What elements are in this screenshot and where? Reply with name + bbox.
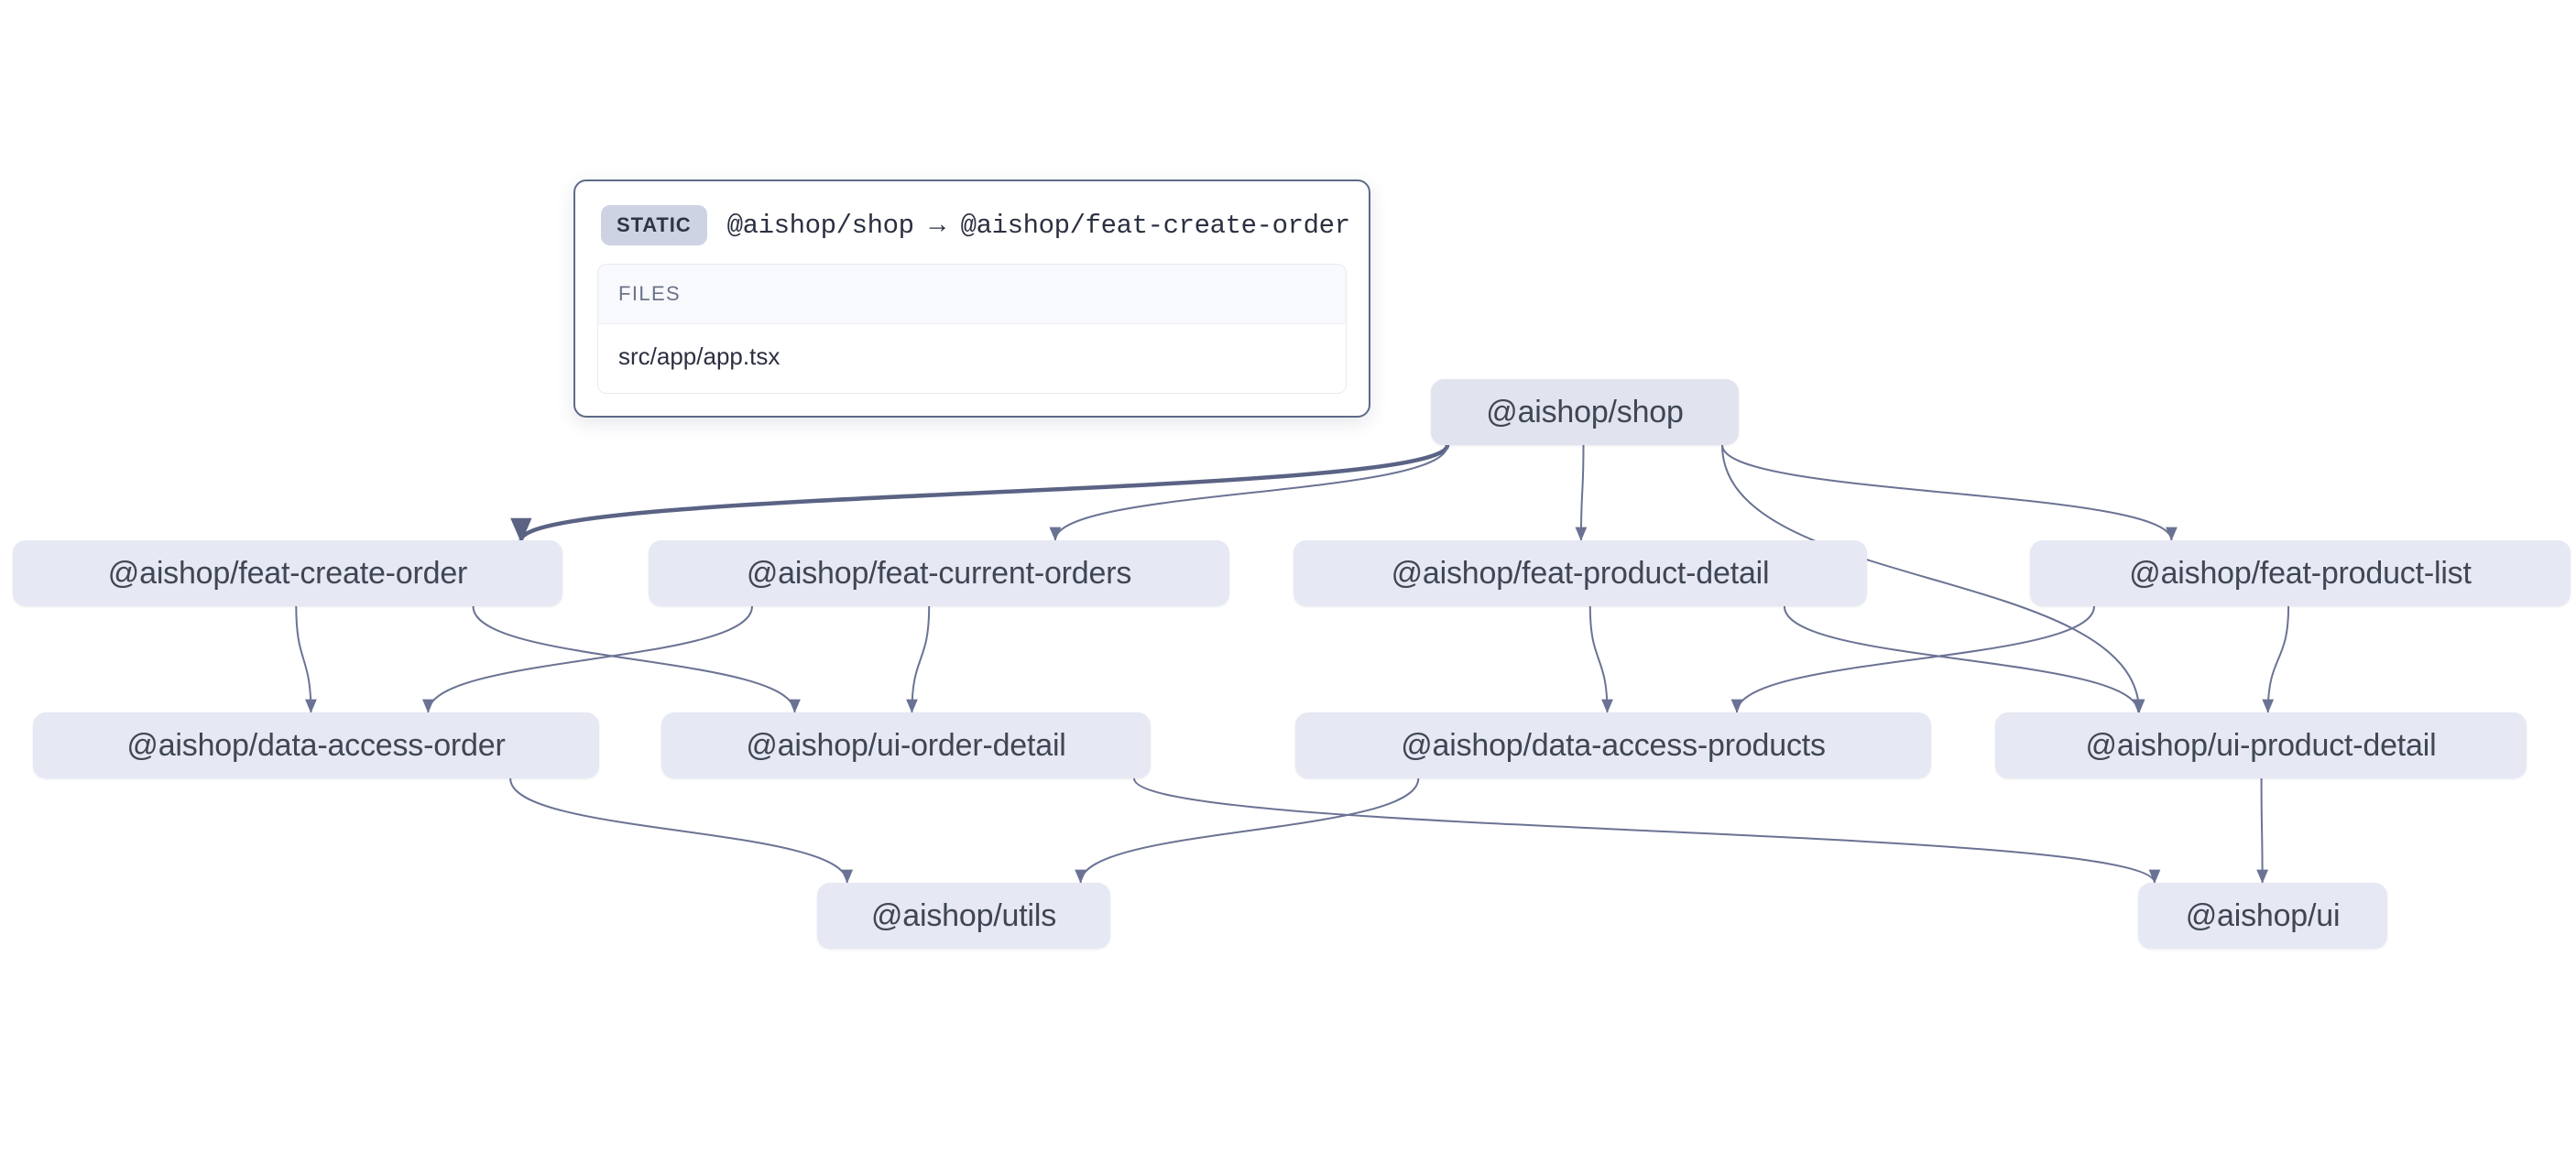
graph-node-label: @aishop/shop [1486, 394, 1684, 429]
graph-edge-shop-to-feat-product-list[interactable] [1721, 444, 2178, 541]
graph-edge-feat-product-detail-to-ui-product-detail[interactable] [1783, 605, 2145, 713]
graph-node-shop[interactable]: @aishop/shop [1431, 379, 1739, 445]
graph-edge-feat-create-order-to-data-access-order[interactable] [295, 605, 317, 713]
file-list-item[interactable]: src/app/app.tsx [598, 324, 1346, 393]
graph-node-ui-order-detail[interactable]: @aishop/ui-order-detail [661, 712, 1151, 778]
graph-node-label: @aishop/ui-order-detail [746, 727, 1066, 763]
graph-edge-feat-product-list-to-ui-product-detail[interactable] [2262, 605, 2290, 713]
popover-header: STATIC @aishop/shop → @aishop/feat-creat… [597, 201, 1351, 264]
graph-node-ui[interactable]: @aishop/ui [2138, 883, 2387, 949]
graph-edge-feat-current-orders-to-data-access-order[interactable] [422, 605, 753, 713]
graph-node-feat-product-detail[interactable]: @aishop/feat-product-detail [1293, 540, 1867, 606]
graph-node-label: @aishop/utils [870, 897, 1056, 933]
edge-detail-popover[interactable]: STATIC @aishop/shop → @aishop/feat-creat… [573, 179, 1370, 418]
graph-node-feat-current-orders[interactable]: @aishop/feat-current-orders [649, 540, 1229, 606]
graph-edge-feat-product-detail-to-data-access-products[interactable] [1588, 605, 1613, 713]
graph-edge-ui-product-detail-to-ui[interactable] [2256, 777, 2269, 884]
graph-node-label: @aishop/feat-product-detail [1391, 555, 1770, 591]
graph-edge-shop-to-feat-current-orders[interactable] [1049, 444, 1448, 541]
files-panel: FILES src/app/app.tsx [597, 264, 1347, 394]
graph-node-label: @aishop/feat-product-list [2129, 555, 2472, 591]
file-list: src/app/app.tsx [598, 324, 1346, 393]
graph-edge-feat-create-order-to-ui-order-detail[interactable] [472, 605, 801, 713]
graph-node-label: @aishop/feat-create-order [107, 555, 468, 591]
graph-edge-data-access-products-to-utils[interactable] [1075, 777, 1420, 884]
graph-edge-shop-to-feat-create-order[interactable] [510, 444, 1450, 543]
graph-node-label: @aishop/feat-current-orders [746, 555, 1132, 591]
graph-node-label: @aishop/ui [2185, 897, 2341, 933]
graph-node-feat-product-list[interactable]: @aishop/feat-product-list [2030, 540, 2571, 606]
graph-edge-data-access-order-to-utils[interactable] [509, 777, 854, 884]
status-badge: STATIC [601, 205, 707, 245]
graph-node-label: @aishop/data-access-order [126, 727, 506, 763]
graph-node-feat-create-order[interactable]: @aishop/feat-create-order [13, 540, 562, 606]
graph-edge-ui-order-detail-to-ui[interactable] [1133, 777, 2161, 884]
graph-node-label: @aishop/ui-product-detail [2085, 727, 2437, 763]
graph-node-ui-product-detail[interactable]: @aishop/ui-product-detail [1995, 712, 2527, 778]
graph-edge-feat-product-list-to-data-access-products[interactable] [1730, 605, 2095, 713]
graph-node-label: @aishop/data-access-products [1401, 727, 1826, 763]
graph-edge-shop-to-feat-product-detail[interactable] [1575, 444, 1588, 541]
popover-title: @aishop/shop → @aishop/feat-create-order [726, 210, 1351, 241]
graph-node-data-access-order[interactable]: @aishop/data-access-order [33, 712, 599, 778]
graph-edge-feat-current-orders-to-ui-order-detail[interactable] [906, 605, 931, 713]
files-section-header: FILES [598, 265, 1346, 324]
graph-node-data-access-products[interactable]: @aishop/data-access-products [1295, 712, 1931, 778]
graph-node-utils[interactable]: @aishop/utils [817, 883, 1110, 949]
edge-paths [295, 444, 2290, 884]
